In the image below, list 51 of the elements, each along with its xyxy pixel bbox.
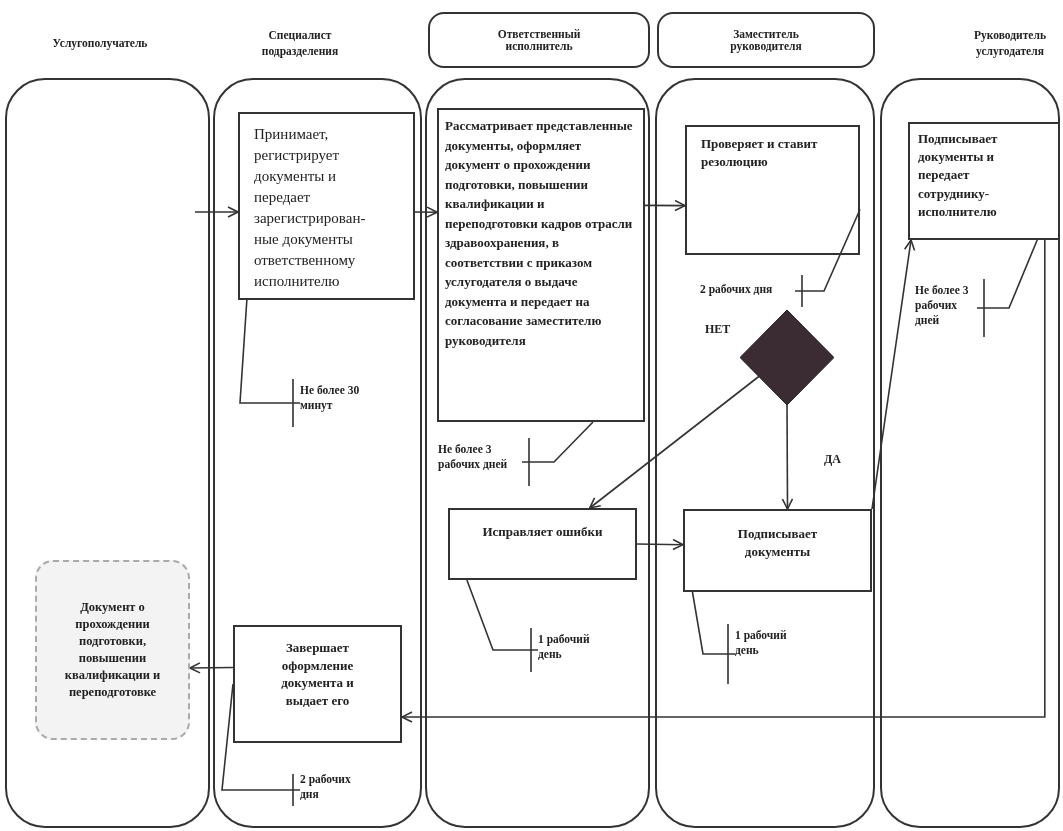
lane-header — [657, 12, 875, 68]
duration-note: 2 рабочих дня — [700, 282, 795, 300]
swimlane — [213, 78, 422, 828]
step-text: Подписывает документы и передает сотруднику-исполнителю — [918, 130, 999, 221]
duration-note: Не более 30 минут — [300, 383, 382, 423]
process-box — [685, 125, 860, 255]
step-text: Проверяет и ставит резолюцию — [701, 135, 819, 172]
arrow — [414, 206, 438, 218]
lane-title: Специалист подразделения — [260, 28, 340, 60]
step-text: Исправляет ошибки — [481, 524, 604, 540]
lane-title: Руководитель услугодателя — [973, 28, 1047, 60]
leader-line — [466, 579, 539, 673]
arrow — [871, 239, 916, 510]
leader-line — [221, 683, 301, 807]
process-box — [238, 112, 415, 300]
leader-line — [691, 591, 736, 685]
step-text: Завершает оформление документа и выдает его — [280, 639, 355, 710]
step-text: Рассматривает представленные документы, оформляет документ о прохождении подготовки, повышении квалификации и переподготовки кадров отрасли здравоохранения, в соответствии с приказом услугодателя о выдаче документа и передает на согласование заместителю руководителя — [445, 117, 634, 350]
arrow — [588, 375, 760, 509]
duration-note: 2 рабочих дня — [300, 772, 364, 808]
arrow — [781, 404, 794, 510]
arrow — [644, 199, 686, 212]
leader-line — [521, 421, 594, 487]
swimlane — [425, 78, 650, 828]
arrow — [401, 239, 1046, 723]
lane-title: Ответственный исполнитель — [496, 28, 582, 52]
document-terminal — [35, 560, 190, 740]
step-text: Принимает, регистрирует документы и передает зарегистрирован-ные документы ответственному исполнителю — [254, 125, 367, 291]
step-text: Документ о прохождении подготовки, повышении квалификации и переподготовке — [63, 599, 162, 701]
process-box — [437, 108, 645, 422]
leader-line — [976, 239, 1038, 338]
arrow — [194, 206, 239, 218]
swimlane — [655, 78, 875, 828]
duration-note: Не более 3 рабочих дней — [438, 442, 522, 482]
swimlane — [880, 78, 1060, 828]
arrow — [189, 662, 234, 674]
lane-title: Заместитель руководителя — [729, 28, 803, 52]
duration-note: 1 рабочий день — [538, 632, 606, 668]
process-box — [908, 122, 1060, 240]
lane-header — [428, 12, 650, 68]
edge-label: ДА — [822, 452, 843, 467]
lane-title: Услугополучатель — [51, 36, 149, 52]
duration-note: Не более 3 рабочих дней — [915, 283, 977, 333]
process-box — [448, 508, 637, 580]
step-text: Подписывает документы — [736, 525, 819, 562]
process-box — [233, 625, 402, 743]
arrow — [636, 538, 684, 551]
swimlane — [5, 78, 210, 828]
process-box — [683, 509, 872, 592]
leader-line — [239, 299, 301, 428]
duration-note: 1 рабочий день — [735, 628, 787, 680]
